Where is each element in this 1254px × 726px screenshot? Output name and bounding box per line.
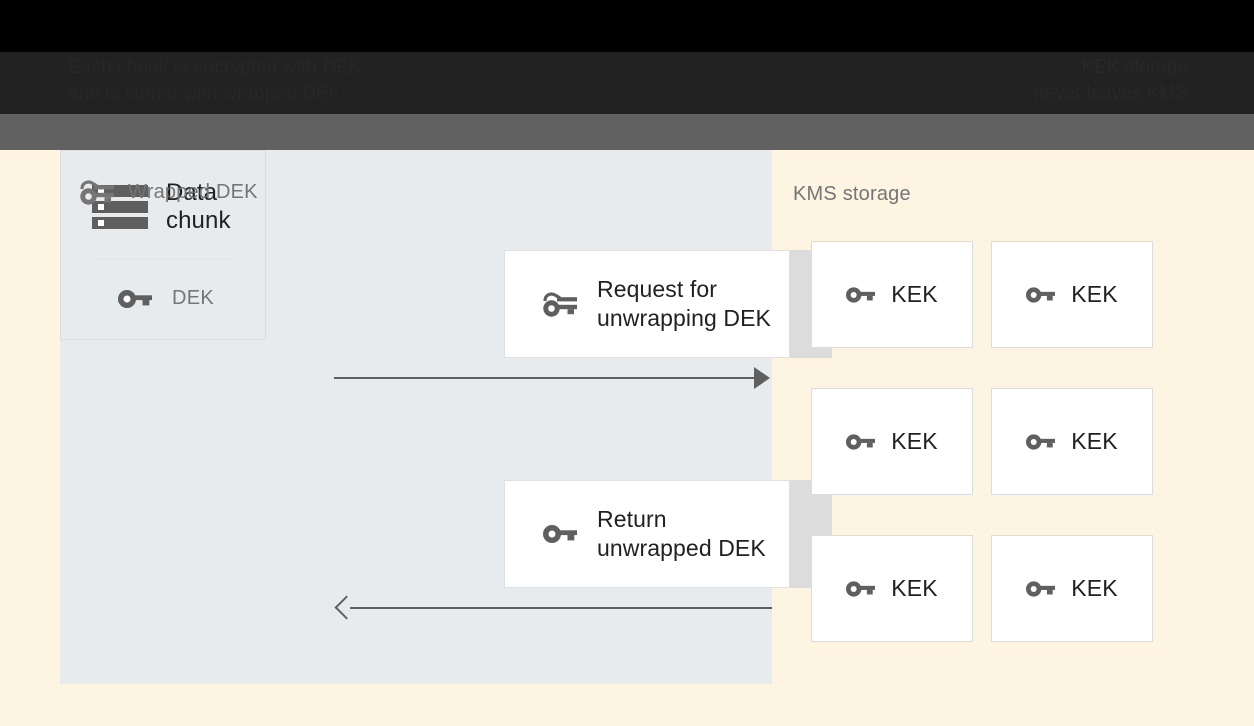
key-icon (1026, 580, 1056, 598)
key-icon (543, 524, 577, 544)
kek-grid: KEK KEK (811, 241, 1153, 642)
key-icon (118, 289, 152, 309)
caption-line-1: Each chunk is encrypted with DEK (68, 57, 362, 78)
key-icon (1026, 433, 1056, 451)
request-arrow-head-icon (754, 367, 770, 389)
key-icon (846, 580, 876, 598)
caption-line-2: and is stored with wrapped DEK (68, 83, 342, 104)
slide-caption-bar (0, 52, 1254, 114)
request-arrow (334, 377, 758, 379)
wrapped-dek-panel: Wrapped DEK (60, 150, 832, 684)
dek-label: DEK (172, 287, 215, 309)
response-arrow (350, 607, 772, 609)
data-chunk-card[interactable]: Data chunk DEK (60, 150, 266, 340)
wrapped-dek-panel-title: Wrapped DEK (128, 181, 258, 203)
key-icon (1026, 286, 1056, 304)
kek-label: KEK (891, 575, 938, 601)
kek-box[interactable]: KEK (811, 388, 973, 495)
data-card-divider (91, 259, 235, 260)
kek-label: KEK (1071, 281, 1118, 307)
wrapped-dek-panel-header: Wrapped DEK (80, 180, 258, 205)
key-icon (846, 433, 876, 451)
key-icon (846, 286, 876, 304)
diagram-stage: Wrapped DEK (0, 150, 1254, 726)
toolbar-strip (0, 114, 1254, 150)
return-unwrapped-label: Return unwrapped DEK (597, 506, 766, 561)
window-top-bar (0, 0, 1254, 52)
kek-box[interactable]: KEK (811, 241, 973, 348)
kek-box[interactable]: KEK (991, 388, 1153, 495)
caption-right-line-2: never leaves KMS (1033, 83, 1188, 104)
kek-box[interactable]: KEK (811, 535, 973, 642)
kek-box[interactable]: KEK (991, 241, 1153, 348)
toolbar-strip-notch (0, 114, 60, 150)
kms-storage-title: KMS storage (793, 183, 911, 205)
wrapped-key-icon (80, 180, 114, 205)
kek-label: KEK (1071, 575, 1118, 601)
kek-label: KEK (891, 428, 938, 454)
data-chunk-label: Data chunk (166, 179, 231, 234)
request-unwrap-label: Request for unwrapping DEK (597, 276, 772, 331)
caption-right-line-1: KEK storage (1081, 57, 1188, 78)
return-unwrapped-card[interactable]: Return unwrapped DEK (504, 480, 790, 588)
dek-row: DEK (61, 287, 265, 310)
request-unwrap-card[interactable]: Request for unwrapping DEK (504, 250, 790, 358)
kek-box[interactable]: KEK (991, 535, 1153, 642)
kek-label: KEK (891, 281, 938, 307)
wrapped-key-icon (543, 291, 577, 317)
kek-label: KEK (1071, 428, 1118, 454)
data-chunk-row: Data chunk (61, 179, 265, 235)
